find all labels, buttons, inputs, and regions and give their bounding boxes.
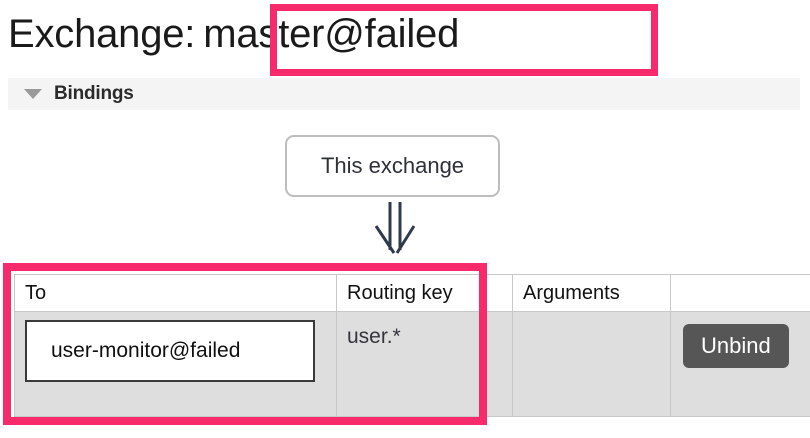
column-header-routing-key[interactable]: Routing key: [336, 274, 513, 312]
double-down-arrow-icon: [374, 202, 416, 254]
table-header-row: To Routing key Arguments: [14, 274, 810, 312]
this-exchange-node-label: This exchange: [320, 153, 465, 178]
cell-action: Unbind: [670, 311, 810, 417]
this-exchange-node: This exchange: [285, 135, 500, 197]
unbind-button[interactable]: Unbind: [683, 324, 789, 368]
page-title: Exchange:master@failed: [8, 6, 459, 62]
column-header-actions: [670, 274, 810, 312]
triangle-down-icon[interactable]: [24, 89, 42, 99]
column-header-to[interactable]: To: [14, 274, 337, 312]
cell-to: user-monitor@failed: [14, 311, 337, 417]
column-header-arguments[interactable]: Arguments: [512, 274, 671, 312]
table-row: user-monitor@failed user.* Unbind: [14, 311, 810, 417]
bindings-table: To Routing key Arguments user-monitor@fa…: [14, 274, 810, 417]
bindings-section-header[interactable]: Bindings: [8, 78, 800, 110]
page-title-label: Exchange:: [8, 12, 196, 56]
exchange-name: master@failed: [203, 12, 460, 56]
arguments-value: [523, 320, 660, 321]
routing-key-value: user.*: [347, 325, 401, 348]
queue-link[interactable]: user-monitor@failed: [25, 320, 315, 382]
cell-routing-key: user.*: [336, 311, 513, 417]
bindings-section-title: Bindings: [54, 83, 134, 104]
cell-arguments: [512, 311, 671, 417]
